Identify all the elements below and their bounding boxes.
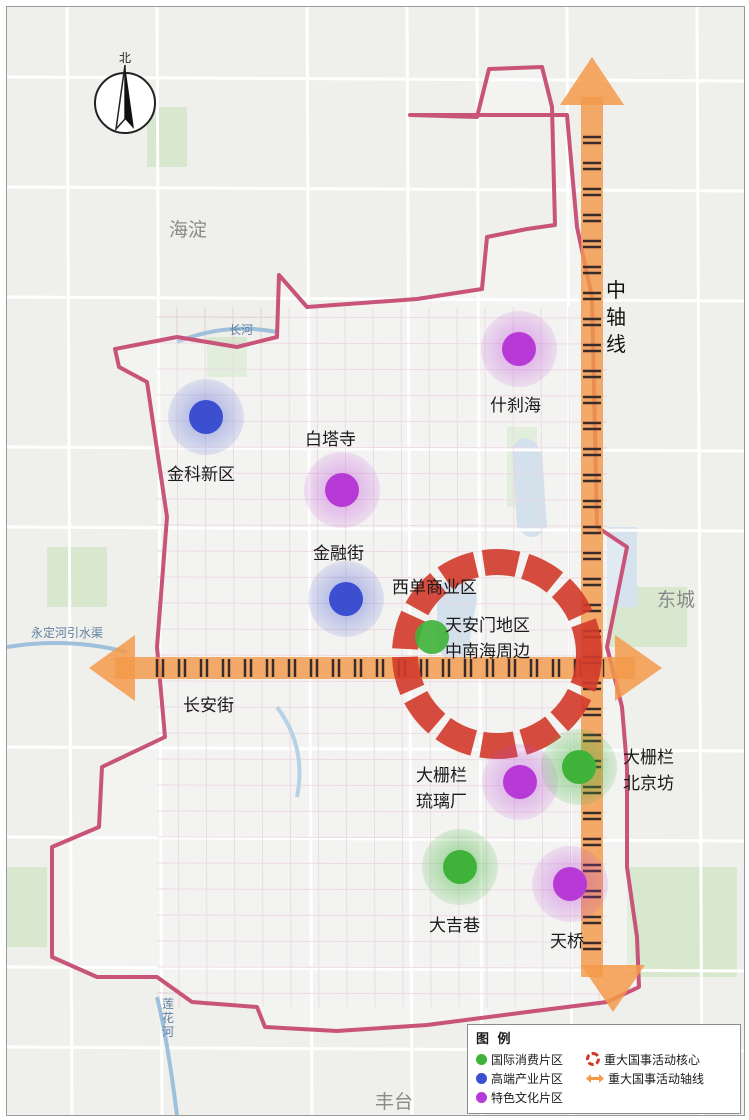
- legend-green-dot-icon: [476, 1053, 487, 1065]
- river-changhe: 长河: [229, 323, 254, 337]
- label-dashilan-beijingfang-line1: 大栅栏: [623, 748, 674, 768]
- label-tianqiao: 天桥: [550, 932, 584, 952]
- zone-dashilan-liulichang-marker: [482, 744, 558, 820]
- legend-axis-label: 重大国事活动轴线: [608, 1071, 705, 1086]
- legend-double-arrow-icon: [586, 1073, 604, 1083]
- district-dongcheng: 东城: [657, 589, 696, 611]
- core-activity-ring: [392, 549, 602, 759]
- label-dashilan-liulichang-line1: 大栅栏: [416, 766, 467, 786]
- label-tiananmen-line2: 中南海周边: [445, 642, 530, 662]
- label-zhongzhouxian-1: 中: [606, 278, 626, 302]
- zone-jinrongjie-marker: [308, 561, 384, 637]
- label-zhongzhouxian-2: 轴: [606, 305, 626, 329]
- legend-title: 图 例: [476, 1032, 513, 1047]
- legend-culture-label: 特色文化片区: [491, 1090, 564, 1105]
- legend-item-hightech: 高端产业片区: [476, 1070, 563, 1086]
- zone-markers: [168, 311, 617, 922]
- map-frame: 北 海淀 东城 丰台 永定河引水渠 长河 莲花河 什刹海 白塔寺 金科新区 金融…: [6, 6, 745, 1116]
- label-jinke: 金科新区: [167, 465, 235, 485]
- label-dajixiang: 大吉巷: [429, 916, 480, 936]
- zone-tiananmen-marker: [415, 620, 449, 654]
- label-shichahai: 什刹海: [490, 396, 541, 416]
- river-yongding: 永定河引水渠: [31, 626, 104, 640]
- district-fengtai: 丰台: [375, 1091, 414, 1113]
- label-jinrongjie: 金融街: [313, 544, 364, 564]
- zone-jinke-marker: [168, 379, 244, 455]
- label-dashilan-liulichang-line2: 琉璃厂: [416, 792, 467, 812]
- zone-baitasi-marker: [304, 452, 380, 528]
- legend-hightech-label: 高端产业片区: [491, 1071, 564, 1086]
- legend-ring-icon: [586, 1052, 600, 1066]
- legend-item-axis: 重大国事活动轴线: [586, 1070, 704, 1086]
- label-dashilan-beijingfang-line2: 北京坊: [623, 774, 674, 794]
- legend-item-consumption: 国际消费片区: [476, 1051, 563, 1067]
- label-baitasi: 白塔寺: [305, 430, 356, 450]
- label-changanjie: 长安街: [183, 696, 234, 716]
- legend-core-label: 重大国事活动核心: [604, 1052, 701, 1067]
- map-legend: 图 例 国际消费片区 高端产业片区 特色文化片区 重大国事活动核心 重大国事活动…: [467, 1024, 741, 1114]
- zone-dajixiang-marker: [422, 829, 498, 905]
- map-canvas: [7, 7, 744, 1115]
- legend-blue-dot-icon: [476, 1072, 487, 1084]
- label-zhongzhouxian-3: 线: [606, 332, 626, 356]
- legend-purple-dot-icon: [476, 1091, 487, 1103]
- legend-item-culture: 特色文化片区: [476, 1089, 563, 1105]
- zone-dashilan-beijingfang-marker: [541, 729, 617, 805]
- legend-consumption-label: 国际消费片区: [491, 1052, 564, 1067]
- label-xidan: 西单商业区: [392, 578, 477, 598]
- zone-shichahai-marker: [481, 311, 557, 387]
- north-label: 北: [119, 51, 132, 65]
- north-arrow: [94, 64, 156, 134]
- park-areas: [7, 107, 737, 977]
- label-tiananmen-line1: 天安门地区: [445, 616, 530, 636]
- district-haidian: 海淀: [169, 219, 208, 241]
- river-lianhua: 莲花河: [162, 997, 175, 1039]
- legend-item-core: 重大国事活动核心: [586, 1051, 700, 1067]
- zone-tianqiao-marker: [532, 846, 608, 922]
